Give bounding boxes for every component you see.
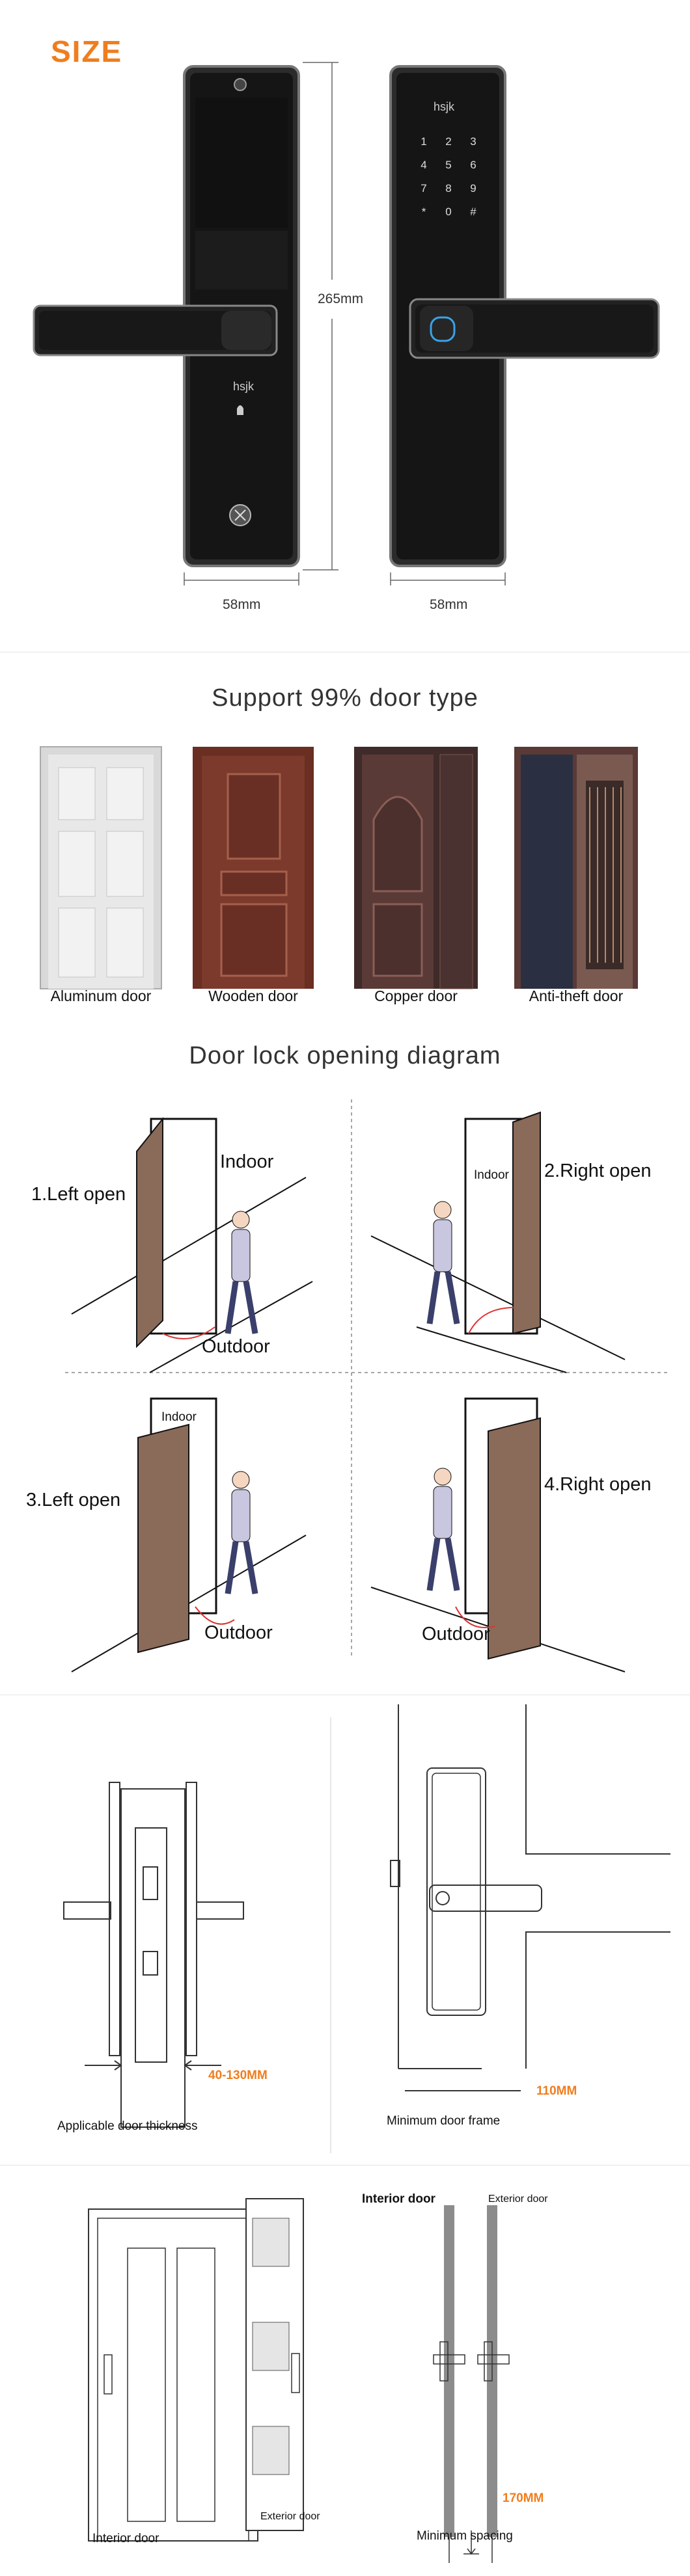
exterior-door-bottom-label: Exterior door [260, 2511, 320, 2522]
width-dimension-left: 58mm [223, 597, 261, 612]
panel-4-outdoor: Outdoor [422, 1624, 490, 1644]
opening-panel-1 [71, 1117, 313, 1373]
opening-diagram-section: Door lock opening diagram [0, 1021, 690, 1704]
size-title: SIZE [51, 34, 123, 68]
lock-back-illustration: hsjk [389, 65, 660, 567]
key-8[interactable]: 8 [445, 182, 452, 195]
key-7[interactable]: 7 [421, 182, 427, 195]
interior-door-top-label: Interior door [362, 2192, 435, 2206]
spacing-illustration [88, 2198, 510, 2563]
panel-2-label: 2.Right open [544, 1161, 652, 1181]
thickness-range: 40-130MM [208, 2069, 268, 2082]
thickness-caption: Applicable door thickness [57, 2119, 198, 2133]
door-type-images [40, 746, 638, 989]
opening-panel-4 [370, 1397, 626, 1672]
aluminum-door-image [40, 746, 162, 989]
panel-3-indoor: Indoor [161, 1410, 197, 1424]
key-5[interactable]: 5 [445, 159, 452, 171]
panel-1-indoor: Indoor [220, 1151, 274, 1172]
anti-theft-door-image [514, 747, 638, 989]
opening-diagram-grid [65, 1099, 670, 1672]
frame-value: 110MM [536, 2084, 577, 2098]
door-type-label: Wooden door [208, 987, 298, 1004]
width-dimension-right: 58mm [430, 597, 468, 612]
opening-panel-3 [71, 1397, 307, 1672]
key-9[interactable]: 9 [470, 182, 476, 195]
key-star[interactable]: * [421, 206, 426, 218]
wooden-door-image [193, 747, 314, 989]
panel-2-indoor: Indoor [474, 1168, 509, 1182]
spacing-section: Interior door Exterior door 170MM Minimu… [0, 2166, 690, 2576]
panel-1-label: 1.Left open [31, 1184, 126, 1205]
door-type-label: Copper door [374, 987, 458, 1004]
key-0[interactable]: 0 [445, 206, 452, 218]
keypad: 1 2 3 4 5 6 7 8 9 * 0 # [411, 135, 484, 219]
door-type-label: Aluminum door [50, 987, 152, 1004]
key-2[interactable]: 2 [445, 135, 452, 148]
opening-panel-2 [370, 1111, 626, 1373]
key-3[interactable]: 3 [470, 135, 476, 148]
height-dimension: 265mm [318, 291, 364, 306]
door-type-label: Anti-theft door [529, 987, 624, 1004]
key-hash[interactable]: # [470, 206, 476, 218]
panel-3-label: 3.Left open [26, 1490, 121, 1510]
divider [0, 2165, 690, 2166]
interior-door-bottom-label: Interior door [92, 2532, 159, 2545]
panel-1-outdoor: Outdoor [202, 1336, 270, 1357]
key-6[interactable]: 6 [470, 159, 476, 171]
exterior-door-top-label: Exterior door [488, 2194, 548, 2205]
size-section: SIZE hsjk hsjk 1 2 3 4 5 6 7 8 9 * 0 [0, 0, 690, 651]
thickness-section: 40-130MM Applicable door thickness 110MM… [0, 1698, 690, 2166]
thickness-illustration [63, 1704, 670, 2153]
panel-4-label: 4.Right open [544, 1474, 652, 1495]
lock-front-illustration: hsjk [33, 65, 300, 567]
frame-caption: Minimum door frame [387, 2114, 501, 2128]
key-1[interactable]: 1 [421, 135, 427, 148]
brand-logo-front: hsjk [233, 380, 255, 393]
key-4[interactable]: 4 [421, 159, 427, 171]
panel-3-outdoor: Outdoor [204, 1622, 273, 1643]
svg-text:hsjk: hsjk [434, 100, 455, 113]
spacing-caption: Minimum spacing [417, 2529, 513, 2543]
door-types-section: Support 99% door type [0, 657, 690, 1021]
spacing-value: 170MM [503, 2491, 544, 2505]
opening-diagram-title: Door lock opening diagram [189, 1042, 501, 1069]
copper-door-image [354, 747, 478, 989]
dimension-lines [184, 62, 506, 585]
door-types-title: Support 99% door type [212, 684, 478, 712]
